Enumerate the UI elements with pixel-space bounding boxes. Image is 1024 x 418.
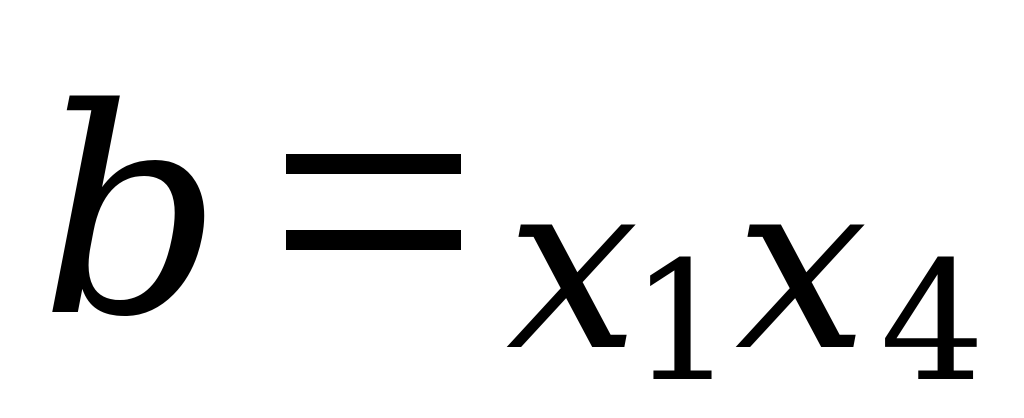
equals-bar-bottom bbox=[286, 230, 461, 250]
equals-sign bbox=[286, 154, 461, 250]
variable-b: b bbox=[40, 48, 223, 380]
variable-x-second: x bbox=[735, 128, 869, 403]
subscript-4: 4 bbox=[880, 226, 985, 418]
subscript-1: 1 bbox=[630, 226, 735, 418]
variable-x-first: x bbox=[506, 128, 640, 403]
equals-bar-top bbox=[286, 154, 461, 174]
